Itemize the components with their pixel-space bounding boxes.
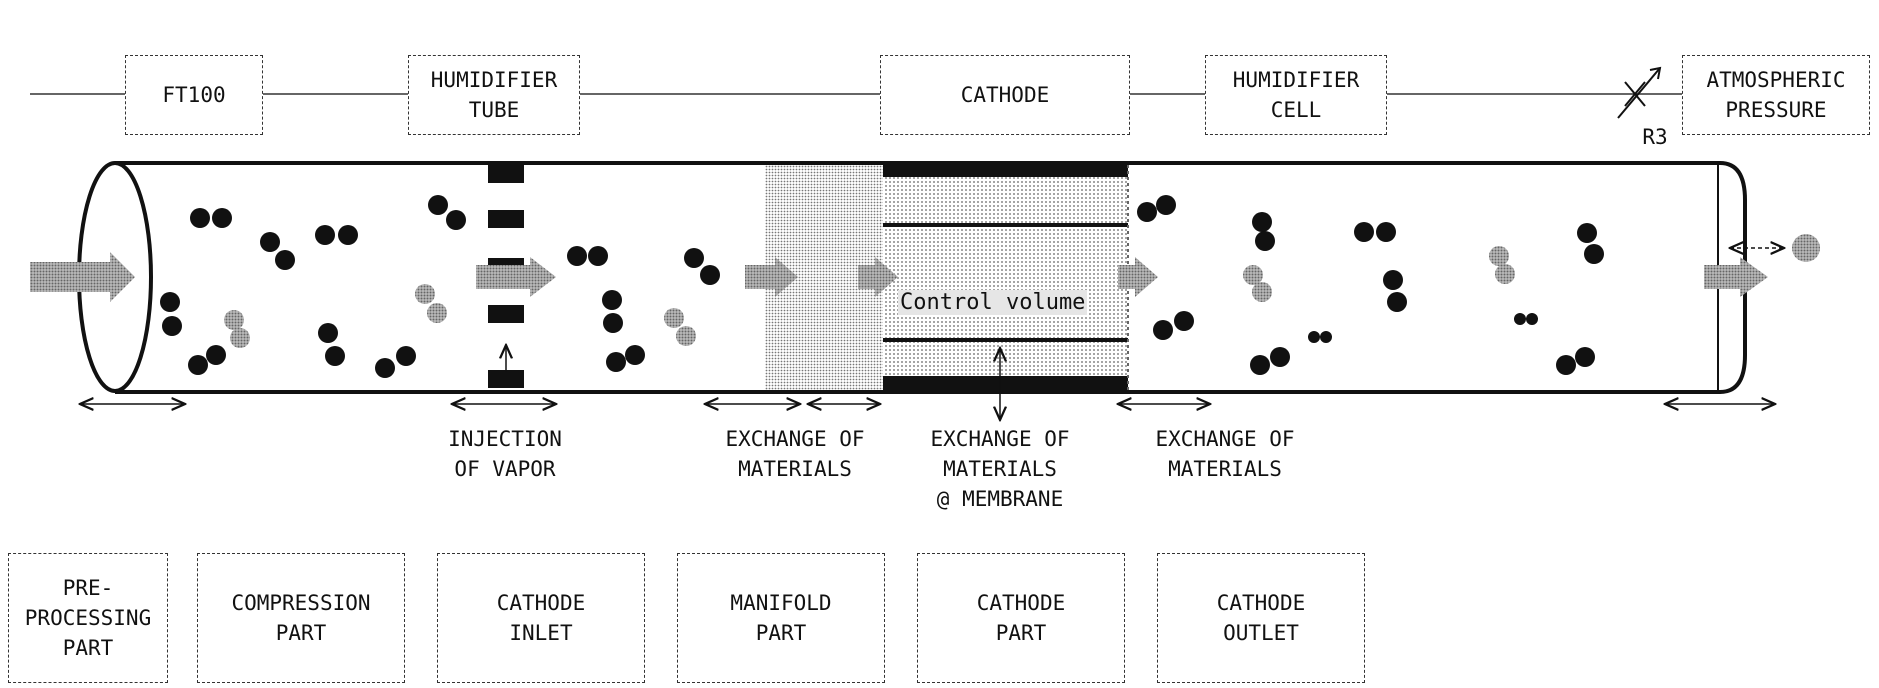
- injection-of-vapor-label: INJECTION OF VAPOR: [430, 424, 580, 484]
- flow-arrow-outlet: [1704, 257, 1768, 297]
- control-volume-label: Control volume: [898, 290, 1087, 315]
- exchange-materials-label-2: EXCHANGE OF MATERIALS: [1130, 424, 1320, 484]
- cathode-part-box: CATHODE PART: [917, 553, 1125, 683]
- ft100-box: FT100: [125, 55, 263, 135]
- humidifier-tube-box: HUMIDIFIER TUBE: [408, 55, 580, 135]
- cathode-inlet-box: CATHODE INLET: [437, 553, 645, 683]
- atmospheric-pressure-box: ATMOSPHERIC PRESSURE: [1682, 55, 1870, 135]
- exchange-membrane-label: EXCHANGE OF MATERIALS @ MEMBRANE: [905, 424, 1095, 514]
- cathode-outlet-box: CATHODE OUTLET: [1157, 553, 1365, 683]
- pre-processing-part-box: PRE- PROCESSING PART: [8, 553, 168, 683]
- compression-part-box: COMPRESSION PART: [197, 553, 405, 683]
- manifold-part-box: MANIFOLD PART: [677, 553, 885, 683]
- humidifier-cell-box: HUMIDIFIER CELL: [1205, 55, 1387, 135]
- valve-label: R3: [1630, 122, 1680, 152]
- cathode-box: CATHODE: [880, 55, 1130, 135]
- flow-arrow-inlet: [30, 252, 135, 302]
- valve-r3-icon: [1618, 68, 1660, 118]
- exchange-materials-label-1: EXCHANGE OF MATERIALS: [700, 424, 890, 484]
- cathode-region: [883, 165, 1128, 390]
